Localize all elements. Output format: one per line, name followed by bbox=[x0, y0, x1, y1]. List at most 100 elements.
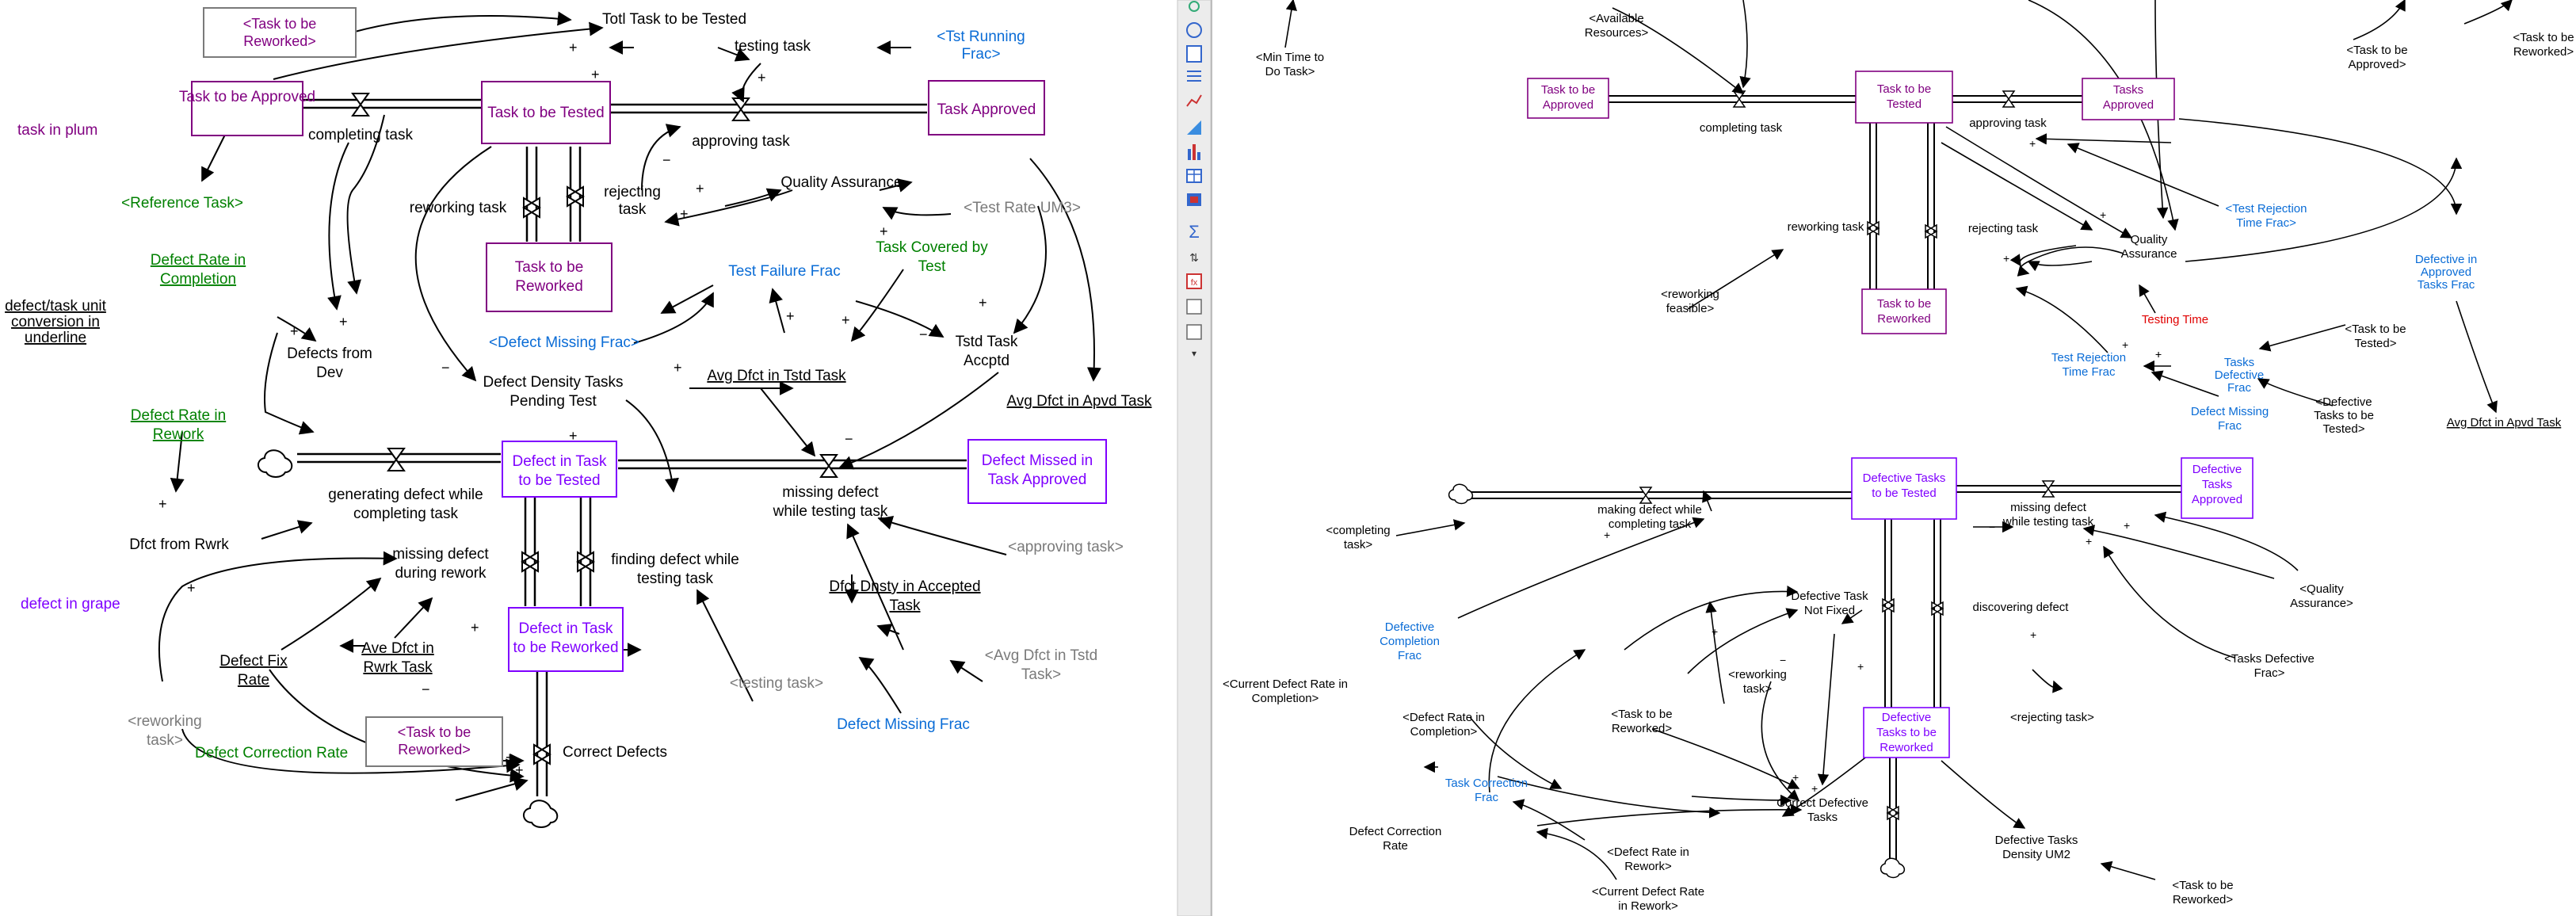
info-tool-icon[interactable] bbox=[1186, 324, 1202, 340]
document-tool-icon[interactable] bbox=[1186, 45, 1202, 63]
r-var-avg-dfct-in-apvd-task[interactable]: Avg Dfct in Apvd Task bbox=[2447, 416, 2562, 429]
r-var-reworking-task[interactable]: reworking task bbox=[1788, 220, 1864, 234]
var-approving-task-shadow[interactable]: <approving task> bbox=[1008, 539, 1124, 555]
r-var-rejecting-task-shadow[interactable]: <rejecting task> bbox=[2010, 711, 2094, 724]
chart-tool-icon[interactable] bbox=[1187, 120, 1201, 135]
table-tool-icon[interactable] bbox=[1186, 169, 1202, 183]
var-defect-missing-frac[interactable]: Defect Missing Frac bbox=[837, 716, 970, 733]
rotate-tool-icon[interactable] bbox=[1186, 22, 1202, 38]
units-tool-icon[interactable]: ⇅ bbox=[1189, 251, 1199, 264]
compare-tool-icon[interactable] bbox=[1187, 193, 1201, 206]
var-completing-task[interactable]: completing task bbox=[308, 127, 414, 143]
data-tool-icon[interactable] bbox=[1186, 299, 1202, 315]
var-avg-dfct-in-tstd-task[interactable]: Avg Dfct in Tstd Task bbox=[707, 368, 846, 384]
r-var-rejecting-task[interactable]: rejecting task bbox=[1968, 222, 2039, 235]
list-tool-icon[interactable] bbox=[1187, 71, 1201, 82]
var-testing-task-shadow[interactable]: <testing task> bbox=[730, 675, 823, 692]
sketch-tool-icon[interactable] bbox=[1189, 1, 1200, 12]
r-var-testing-time[interactable]: Testing Time bbox=[2142, 313, 2208, 326]
graph-tool-icon[interactable] bbox=[1186, 94, 1202, 107]
var-correct-defects[interactable]: Correct Defects bbox=[563, 744, 667, 761]
var-testing-task[interactable]: testing task bbox=[735, 38, 811, 55]
function-tool-icon[interactable]: fx bbox=[1186, 273, 1202, 289]
r-var-approving-task[interactable]: approving task bbox=[1969, 116, 2047, 130]
var-quality-assurance[interactable]: Quality Assurance bbox=[780, 174, 902, 191]
more-tool-icon[interactable]: ▾ bbox=[1192, 348, 1196, 359]
var-test-rate-um3[interactable]: <Test Rate UM3> bbox=[964, 200, 1081, 216]
stock-task-to-be-approved[interactable]: Task to be Approved bbox=[179, 81, 315, 136]
var-totl-task-to-be-tested[interactable]: Totl Task to be Tested bbox=[602, 11, 746, 28]
sum-tool-icon[interactable]: Σ bbox=[1189, 222, 1200, 242]
r-var-discovering-defect[interactable]: discovering defect bbox=[1973, 601, 2070, 614]
var-avg-dfct-in-apvd-task[interactable]: Avg Dfct in Apvd Task bbox=[1006, 393, 1152, 410]
stock-task-to-be-tested[interactable]: Task to be Tested bbox=[481, 81, 611, 144]
var-defect-correction-rate[interactable]: Defect Correction Rate bbox=[195, 745, 348, 761]
r-var-completing-task[interactable]: completing task bbox=[1700, 121, 1783, 135]
var-approving-task[interactable]: approving task bbox=[692, 133, 790, 150]
var-reworking-task[interactable]: reworking task bbox=[410, 200, 507, 216]
bar-tool-icon[interactable] bbox=[1188, 144, 1200, 160]
var-reference-task[interactable]: <Reference Task> bbox=[121, 195, 243, 212]
